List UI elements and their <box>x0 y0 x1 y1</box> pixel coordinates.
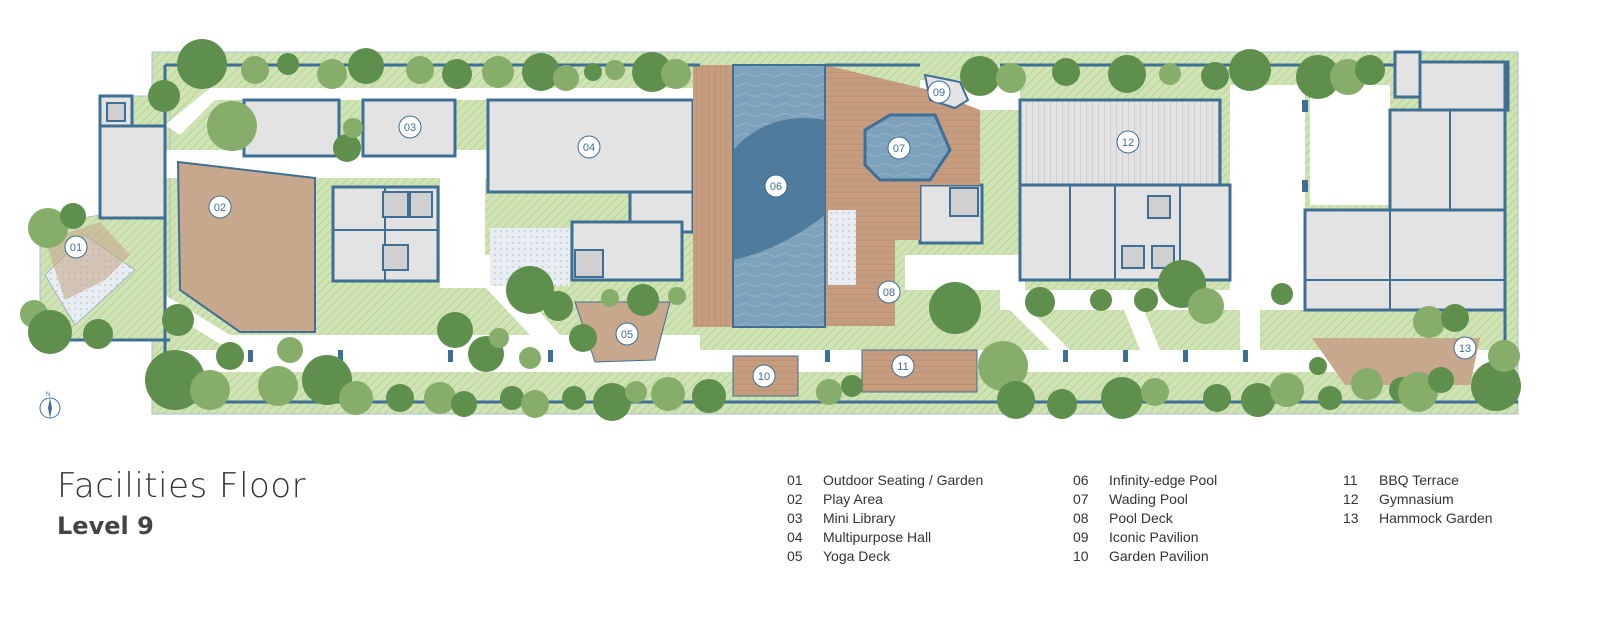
marker-circle <box>927 80 951 104</box>
marker-circle <box>891 354 915 378</box>
marker-label: 01 <box>70 242 82 254</box>
marker-circle <box>208 195 232 219</box>
area-marker-09: 09 <box>927 80 951 104</box>
area-marker-05: 05 <box>615 322 639 346</box>
north-compass: N <box>38 390 64 427</box>
area-marker-02: 02 <box>208 195 232 219</box>
legend-num: 03 <box>787 510 803 526</box>
area-marker-12: 12 <box>1116 130 1140 154</box>
marker-circle <box>64 235 88 259</box>
compass-needle-icon <box>48 398 52 418</box>
legend-item: 09 Iconic Pavilion <box>1073 528 1217 547</box>
area-marker-08: 08 <box>877 280 901 304</box>
legend-num: 07 <box>1073 491 1089 507</box>
legend-label: Wading Pool <box>1109 491 1188 507</box>
legend-num: 13 <box>1343 510 1359 526</box>
area-marker-11: 11 <box>891 354 915 378</box>
marker-circle <box>615 322 639 346</box>
legend-num: 06 <box>1073 472 1089 488</box>
legend-label: Gymnasium <box>1379 491 1454 507</box>
marker-circle <box>877 280 901 304</box>
marker-circle <box>752 364 776 388</box>
legend-label: Iconic Pavilion <box>1109 529 1199 545</box>
legend-label: Multipurpose Hall <box>823 529 932 545</box>
legend-label: Play Area <box>823 491 883 507</box>
legend-column-3: 11 BBQ Terrace 12 Gymnasium 13 Hammock Gard… <box>1343 471 1493 528</box>
marker-label: 08 <box>883 287 895 299</box>
marker-circle <box>577 135 601 159</box>
area-marker-10: 10 <box>752 364 776 388</box>
marker-label: 04 <box>583 142 595 154</box>
marker-label: 05 <box>621 329 633 341</box>
area-marker-01: 01 <box>64 235 88 259</box>
legend-item: 04 Multipurpose Hall <box>787 528 983 547</box>
page-subtitle: Level 9 <box>57 512 154 540</box>
legend-label: Yoga Deck <box>823 548 891 564</box>
marker-label: 10 <box>758 371 770 383</box>
legend-num: 12 <box>1343 491 1359 507</box>
marker-label: 02 <box>214 202 226 214</box>
marker-circle <box>887 136 911 160</box>
marker-label: 09 <box>933 87 945 99</box>
marker-label: 12 <box>1122 137 1134 149</box>
legend-item: 02 Play Area <box>787 490 983 509</box>
legend-num: 04 <box>787 529 803 545</box>
legend-num: 02 <box>787 491 803 507</box>
legend-label: Hammock Garden <box>1379 510 1493 526</box>
legend-label: Pool Deck <box>1109 510 1173 526</box>
area-marker-03: 03 <box>398 115 422 139</box>
area-marker-07: 07 <box>887 136 911 160</box>
legend-item: 06 Infinity-edge Pool <box>1073 471 1217 490</box>
marker-label: 07 <box>893 143 905 155</box>
legend-item: 03 Mini Library <box>787 509 983 528</box>
page-title: Facilities Floor <box>57 466 307 506</box>
marker-circle <box>764 174 788 198</box>
legend-item: 11 BBQ Terrace <box>1343 471 1493 490</box>
pool-deck-strip <box>693 65 733 327</box>
trees <box>20 39 1521 421</box>
floor-plan: 01 02 03 04 05 06 07 08 09 10 11 12 13 <box>20 39 1521 421</box>
marker-circle <box>1116 130 1140 154</box>
legend-column-2: 06 Infinity-edge Pool 07 Wading Pool 08 Poo… <box>1073 471 1217 566</box>
legend-label: BBQ Terrace <box>1379 472 1459 488</box>
legend-num: 09 <box>1073 529 1089 545</box>
marker-label: 11 <box>897 361 908 373</box>
legend-item: 05 Yoga Deck <box>787 547 983 566</box>
legend-label: Mini Library <box>823 510 896 526</box>
legend-num: 11 <box>1343 472 1358 488</box>
area-marker-06: 06 <box>764 174 788 198</box>
legend-item: 08 Pool Deck <box>1073 509 1217 528</box>
legend-item: 10 Garden Pavilion <box>1073 547 1217 566</box>
bbq-terrace <box>861 349 978 393</box>
marker-circle <box>1453 336 1477 360</box>
legend-item: 07 Wading Pool <box>1073 490 1217 509</box>
area-markers: 01 02 03 04 05 06 07 08 09 10 11 12 13 <box>64 80 1477 388</box>
legend-item: 01 Outdoor Seating / Garden <box>787 471 983 490</box>
area-marker-04: 04 <box>577 135 601 159</box>
legend-num: 08 <box>1073 510 1089 526</box>
interior-details <box>106 102 1505 310</box>
compass-n-label: N <box>46 392 50 398</box>
legend-num: 05 <box>787 548 803 564</box>
area-marker-13: 13 <box>1453 336 1477 360</box>
legend-item: 13 Hammock Garden <box>1343 509 1493 528</box>
marker-label: 06 <box>770 181 782 193</box>
legend-label: Outdoor Seating / Garden <box>823 472 984 488</box>
legend-label: Garden Pavilion <box>1109 548 1209 564</box>
legend-label: Infinity-edge Pool <box>1109 472 1218 488</box>
marker-label: 13 <box>1459 343 1471 355</box>
legend-num: 10 <box>1073 548 1089 564</box>
marker-label: 03 <box>404 122 416 134</box>
legend-item: 12 Gymnasium <box>1343 490 1493 509</box>
legend-num: 01 <box>787 472 803 488</box>
legend-column-1: 01 Outdoor Seating / Garden 02 Play Area 0… <box>787 471 983 566</box>
marker-circle <box>398 115 422 139</box>
